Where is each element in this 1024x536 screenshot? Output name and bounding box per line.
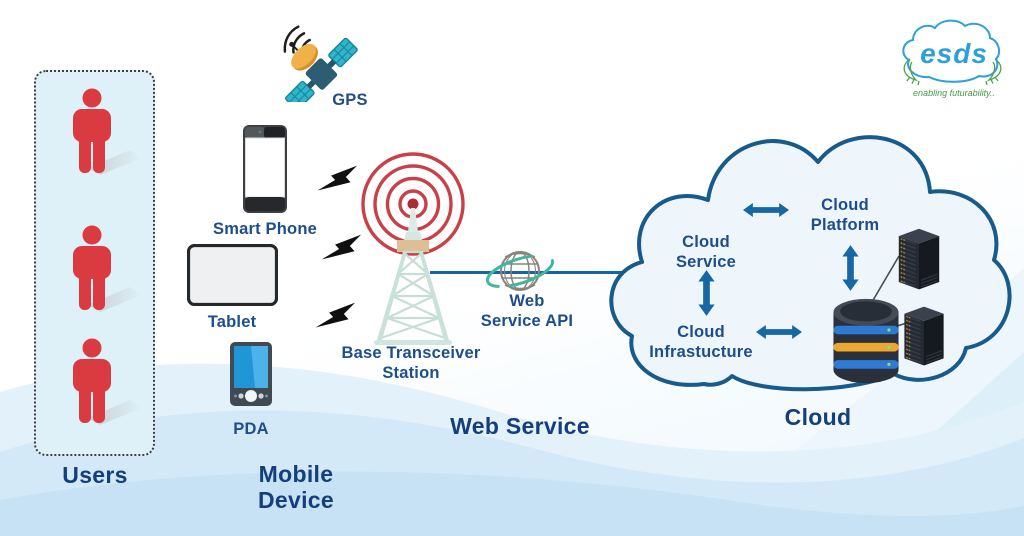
base-transceiver-station-label: Base Transceiver Station	[341, 344, 481, 382]
double-arrow-horizontal-icon	[756, 325, 802, 339]
mobile-device-section-label: Mobile Device	[258, 461, 334, 513]
logo-brand-text: esds	[920, 38, 988, 69]
pda-label: PDA	[233, 420, 269, 438]
user-person-icon	[73, 88, 142, 175]
logo-tagline-text: enabling futurability..	[913, 88, 995, 98]
lightning-icon	[317, 165, 358, 191]
logo-hands-icon	[903, 58, 1002, 86]
web-service-section-label: Web Service	[450, 413, 590, 439]
tablet-icon	[187, 244, 278, 306]
cloud-platform-label: Cloud Platform	[810, 196, 880, 234]
cloud-infrastructure-label: Cloud Infrastucture	[649, 323, 753, 361]
database-icon	[833, 298, 899, 384]
pda-icon	[230, 342, 272, 406]
globe-icon	[485, 251, 555, 291]
connection-line	[430, 271, 632, 274]
server-rack-icon	[904, 306, 944, 366]
cloud-service-label: Cloud Service	[675, 233, 737, 271]
web-service-api-label: Web Service API	[480, 292, 574, 330]
esds-logo-cloud-icon	[902, 19, 1002, 86]
double-arrow-vertical-icon	[698, 270, 715, 316]
esds-logo: esds enabling futurability..	[896, 18, 1012, 110]
tablet-label: Tablet	[207, 313, 257, 331]
lightning-icon	[315, 302, 356, 328]
lightning-icon	[321, 234, 362, 260]
smartphone-icon	[243, 125, 287, 213]
cloud-section-label: Cloud	[784, 404, 852, 430]
user-person-icon	[73, 338, 142, 425]
user-person-icon	[73, 225, 142, 312]
transmission-tower-icon	[374, 208, 452, 345]
users-section-label: Users	[62, 462, 128, 488]
gps-label: GPS	[332, 91, 368, 109]
double-arrow-horizontal-icon	[743, 203, 789, 217]
gps-satellite-icon	[283, 25, 358, 102]
double-arrow-vertical-icon	[842, 245, 859, 291]
smartphone-label: Smart Phone	[213, 220, 317, 238]
server-rack-icon	[898, 228, 940, 290]
